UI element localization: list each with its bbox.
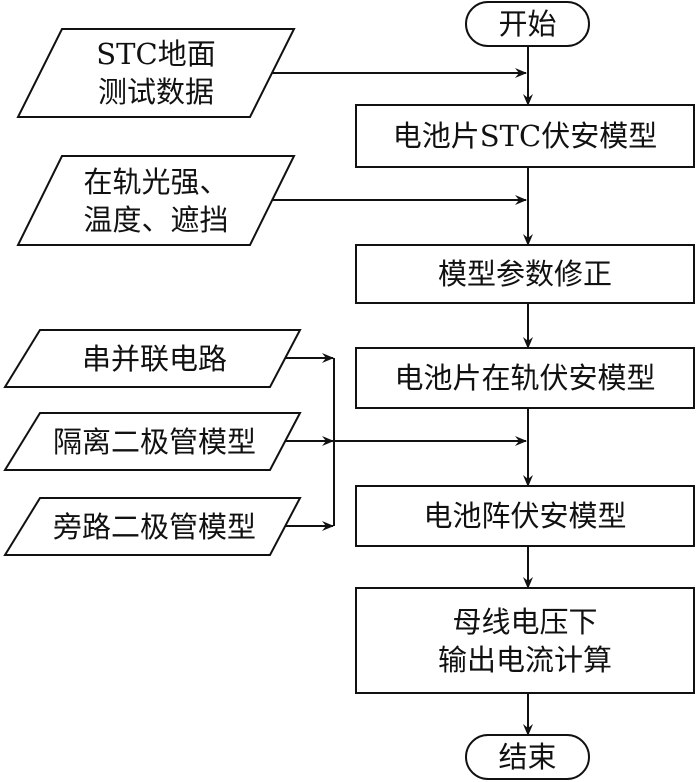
process-label-array-model: 电池阵伏安模型	[423, 499, 627, 533]
end-label: 结束	[498, 740, 557, 774]
input-series-parallel	[3, 329, 302, 388]
process-label-onorbit-model: 电池片在轨伏安模型	[394, 361, 656, 395]
input-label-isolation-diode: 隔离二极管模型	[52, 424, 256, 459]
start-label: 开始	[498, 7, 557, 41]
input-onorbit-conditions	[16, 155, 296, 246]
process-label-param-correction: 模型参数修正	[437, 257, 612, 291]
input-bypass-diode	[3, 497, 302, 556]
input-label-stc-test-data: STC地面 测试数据	[96, 37, 216, 109]
process-label-output-current: 母线电压下 输出电流计算	[437, 604, 612, 677]
input-isolation-diode	[3, 412, 302, 471]
input-label-onorbit-conditions: 在轨光强、 温度、遮挡	[83, 164, 229, 237]
input-label-bypass-diode: 旁路二极管模型	[52, 509, 256, 544]
input-label-series-parallel: 串并联电路	[81, 341, 227, 376]
input-stc-test-data	[16, 28, 296, 118]
process-label-stc-model: 电池片STC伏安模型	[392, 119, 658, 153]
